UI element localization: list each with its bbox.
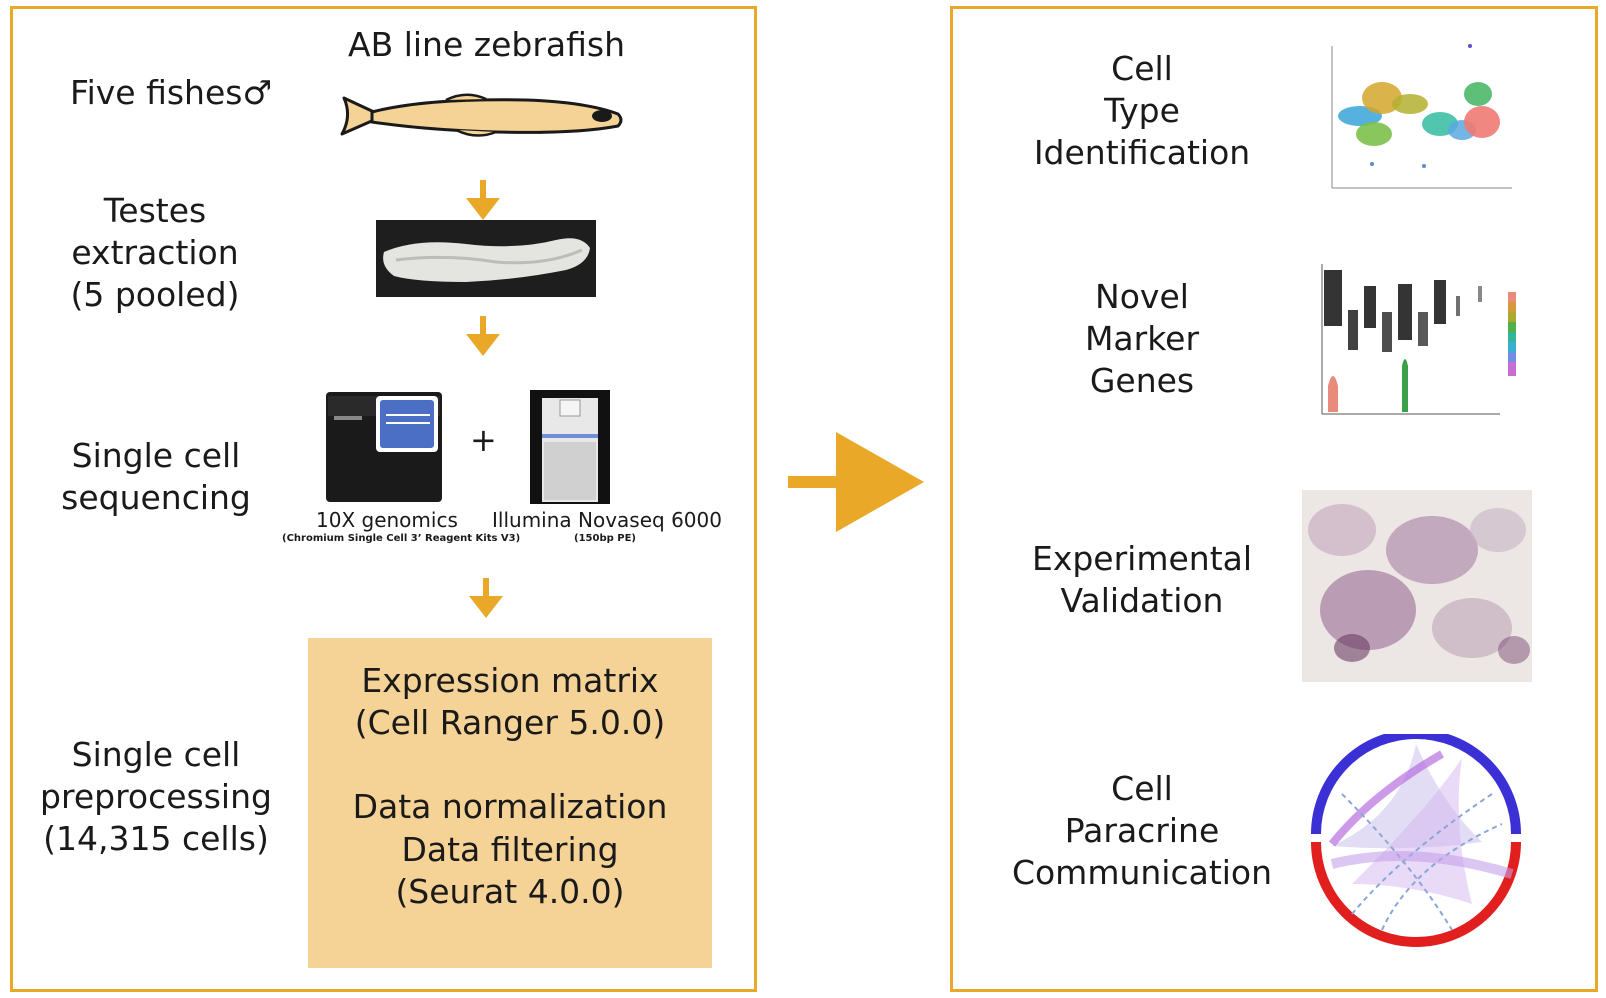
10x-genomics-instrument — [326, 392, 442, 502]
testes-photo — [376, 220, 596, 297]
zebrafish-illustration — [340, 93, 623, 137]
arrow-right-icon — [788, 432, 924, 532]
instrument-2-detail: (150bp PE) — [574, 533, 636, 544]
instrument-1-name: 10X genomics — [316, 508, 458, 532]
instrument-2-name: Illumina Novaseq 6000 — [492, 508, 722, 532]
arrow-down-icon — [466, 180, 500, 220]
workflow-right-panel — [950, 6, 1598, 992]
single-cell-preprocessing-label: Single cell preprocessing (14,315 cells) — [40, 735, 272, 859]
arrow-down-icon — [466, 316, 500, 356]
arrow-down-icon — [469, 578, 503, 618]
in-situ-hybridization-photo — [1302, 490, 1532, 682]
fish-line-title: AB line zebrafish — [348, 25, 626, 64]
cell-type-identification-label: Cell Type Identification — [1033, 49, 1251, 173]
experimental-validation-label: Experimental Validation — [1031, 539, 1253, 621]
cell-paracrine-communication-label: Cell Paracrine Communication — [1011, 769, 1273, 893]
single-cell-sequencing-label: Single cell sequencing — [61, 436, 251, 518]
chord-diagram-thumbnail — [1292, 734, 1540, 984]
illumina-novaseq-instrument — [530, 390, 610, 504]
violin-plot-thumbnail — [1304, 256, 1526, 444]
plus-sign: + — [470, 421, 497, 459]
testes-extraction-label: Testes extraction (5 pooled) — [70, 191, 240, 315]
fish-count-label: Five fishes♂ — [70, 73, 273, 112]
novel-marker-genes-label: Novel Marker Genes — [1084, 277, 1200, 401]
umap-plot-thumbnail — [1312, 38, 1518, 196]
workflow-left-panel — [10, 6, 757, 992]
preprocessing-box: Expression matrix (Cell Ranger 5.0.0) Da… — [308, 638, 712, 968]
instrument-1-detail: (Chromium Single Cell 3’ Reagent Kits V3… — [282, 533, 521, 544]
preprocessing-box-text: Expression matrix (Cell Ranger 5.0.0) Da… — [352, 661, 668, 911]
